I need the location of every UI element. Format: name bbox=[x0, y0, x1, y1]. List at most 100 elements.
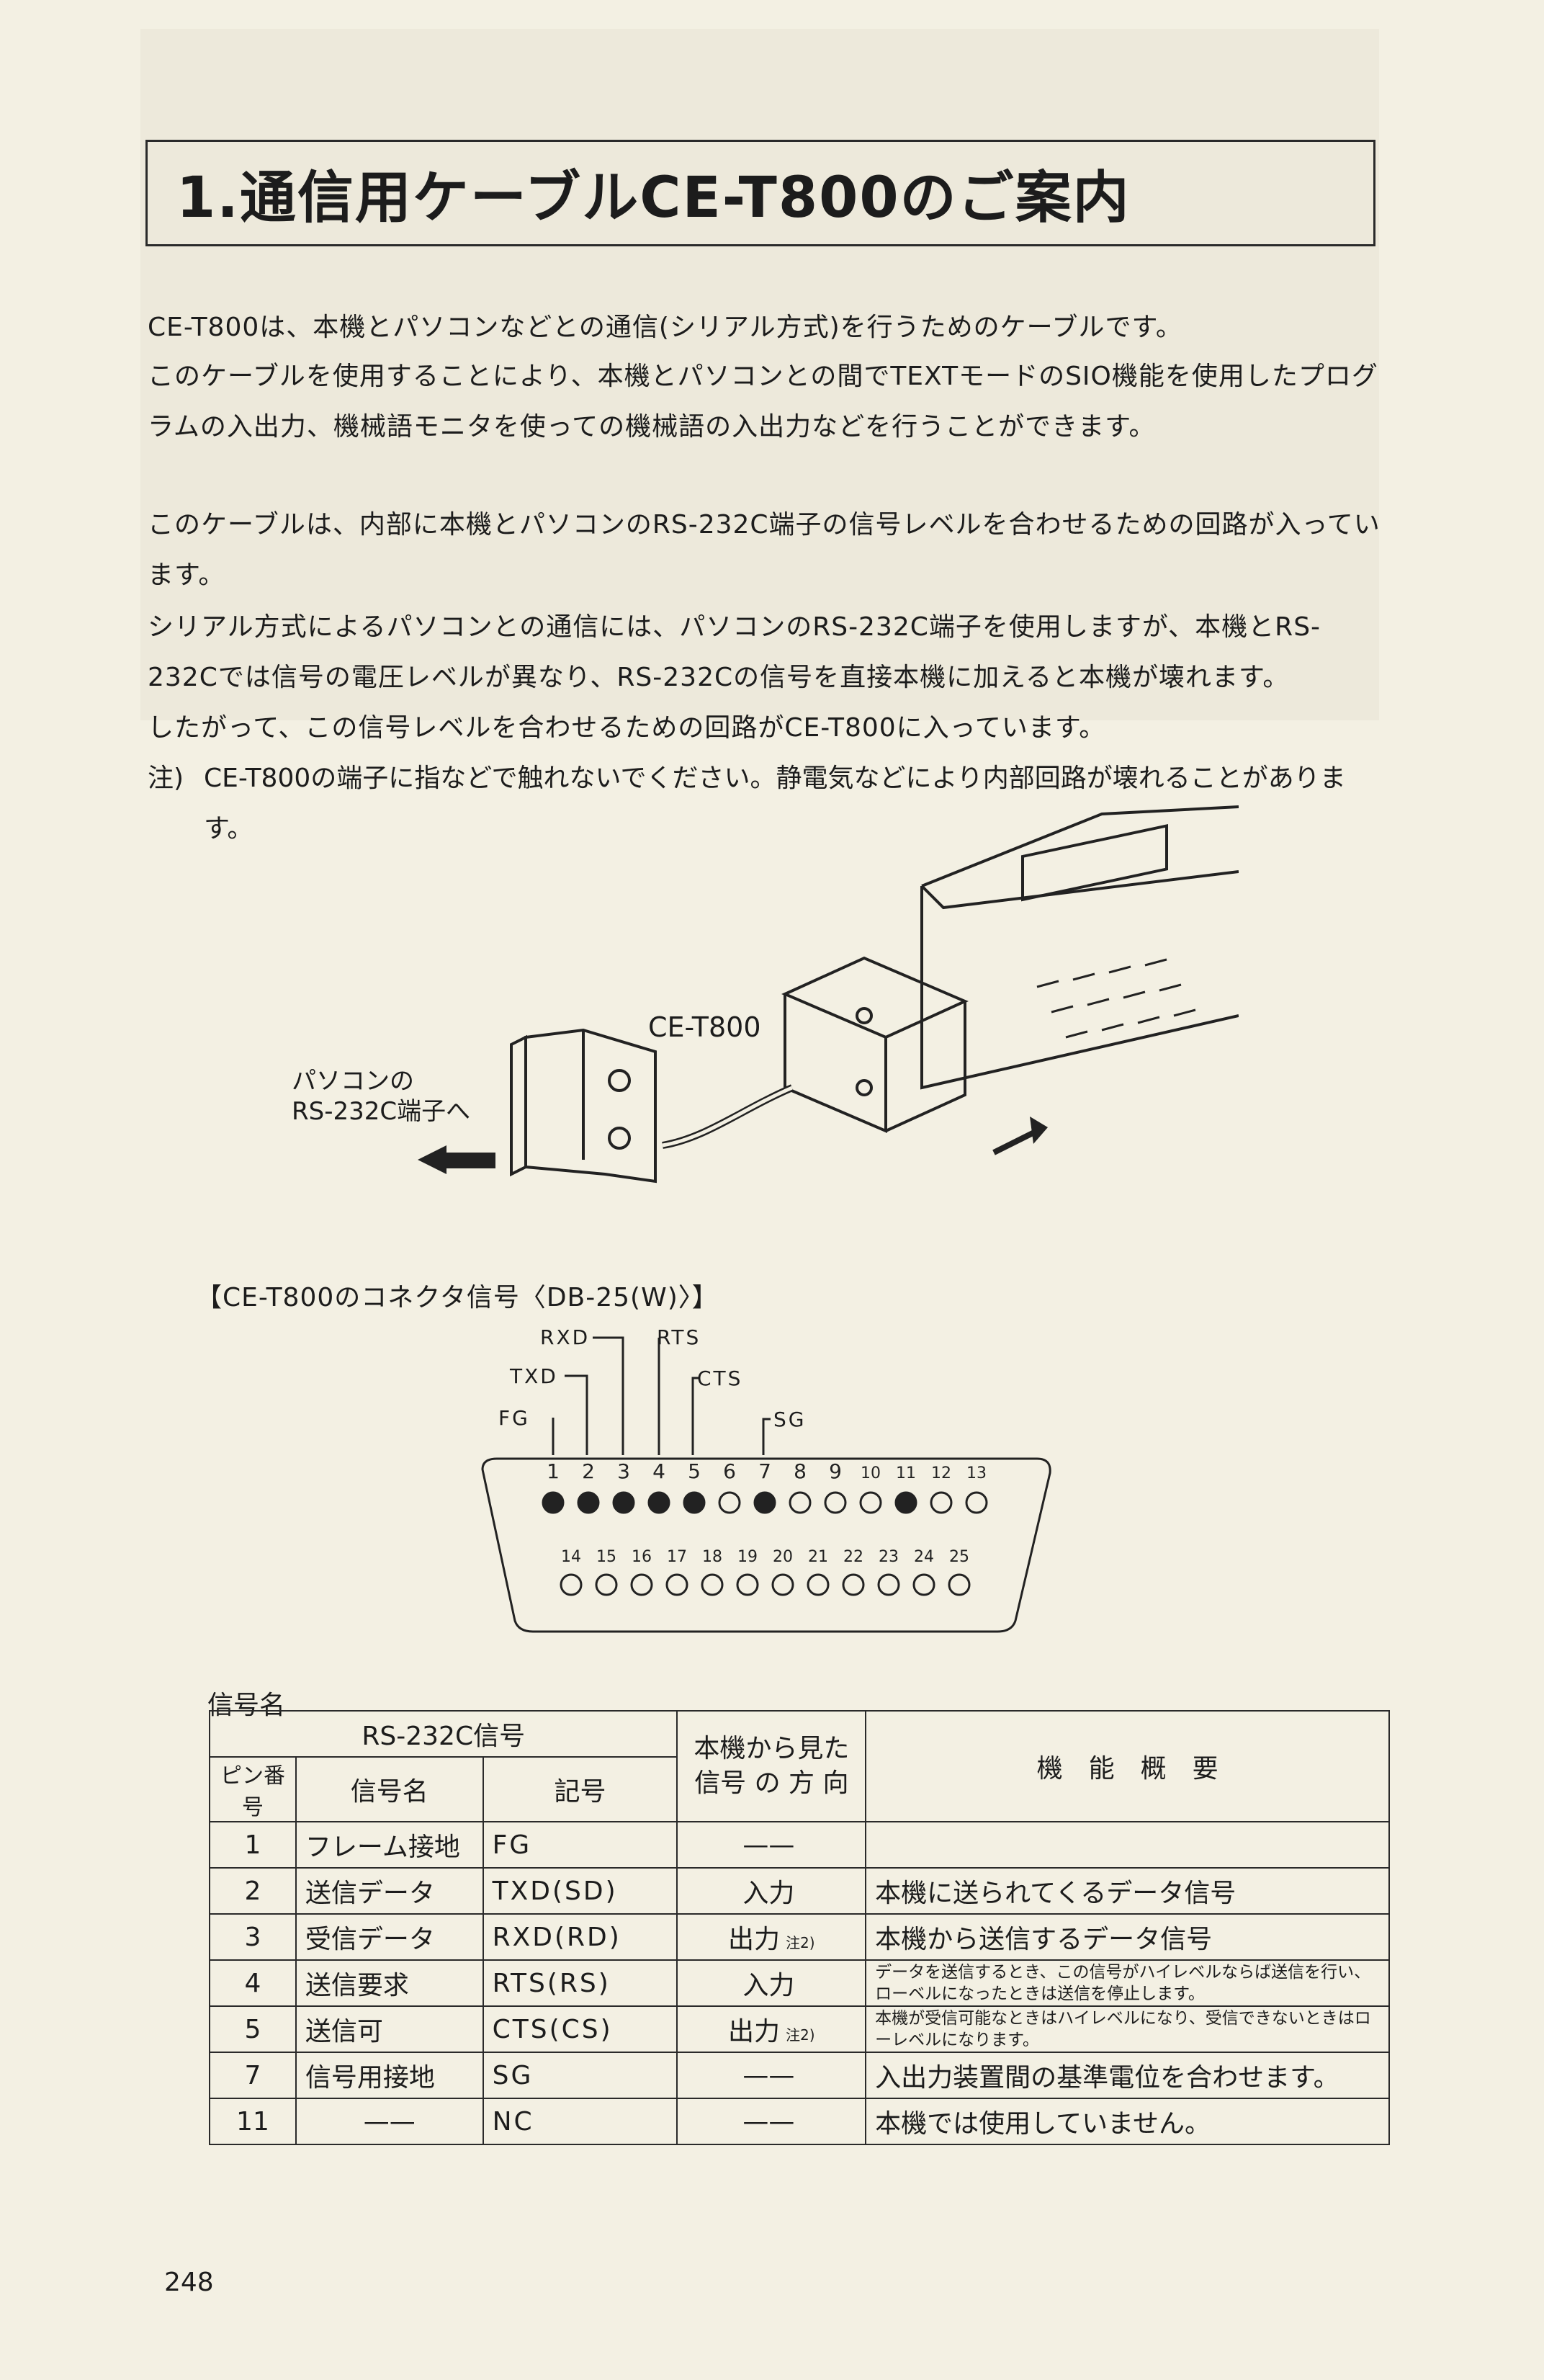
connector-title: 【CE-T800のコネクタ信号〈DB-25(W)〉】 bbox=[196, 1283, 719, 1312]
pin-used bbox=[683, 1491, 706, 1514]
pin-number: 12 bbox=[931, 1464, 951, 1482]
direction-value: 出力 bbox=[728, 1925, 781, 1954]
pc-label-line2: RS-232C端子へ bbox=[292, 1097, 471, 1126]
cell-pin: 7 bbox=[209, 2052, 297, 2099]
page-number: 248 bbox=[164, 2268, 214, 2297]
cell-symbol: RXD(RD) bbox=[482, 1913, 678, 1961]
cell-pin: 4 bbox=[209, 1959, 297, 2007]
cts-label: CTS bbox=[697, 1366, 743, 1390]
intro-paragraph-3: このケーブルは、内部に本機とパソコンのRS-232C端子の信号レベルを合わせるた… bbox=[148, 510, 1381, 590]
cable-label: CE-T800 bbox=[648, 1011, 761, 1043]
note-label: 注) bbox=[148, 764, 184, 793]
direction-value: —— bbox=[742, 1830, 795, 1860]
pin-used bbox=[647, 1491, 670, 1514]
cell-name: 受信データ bbox=[295, 1913, 484, 1961]
cell-symbol: NC bbox=[482, 2098, 678, 2145]
cell-function: 本機から送信するデータ信号 bbox=[865, 1913, 1390, 1961]
cell-symbol: FG bbox=[482, 1821, 678, 1869]
cell-pin: 1 bbox=[209, 1821, 297, 1869]
pin-number: 19 bbox=[737, 1548, 758, 1566]
header-pin: ピン番号 bbox=[209, 1756, 297, 1822]
pin-unused bbox=[560, 1573, 583, 1596]
direction-note: 注2) bbox=[786, 2026, 815, 2044]
header-function: 機 能 概 要 bbox=[865, 1710, 1390, 1822]
cable-drawing bbox=[418, 805, 1239, 1184]
cell-pin: 2 bbox=[209, 1867, 297, 1915]
cable-illustration: CE-T800 パソコンの RS-232C端子へ bbox=[274, 800, 1239, 1203]
cell-pin: 11 bbox=[209, 2098, 297, 2145]
pin-unused bbox=[912, 1573, 935, 1596]
pin-unused bbox=[948, 1573, 971, 1596]
intro-paragraph-5: したがって、この信号レベルを合わせるための回路がCE-T800に入っています。 bbox=[148, 713, 1106, 743]
pc-label-line1: パソコンの bbox=[292, 1067, 414, 1096]
cell-name: 信号用接地 bbox=[295, 2052, 484, 2099]
pin-number: 3 bbox=[617, 1459, 630, 1483]
cell-name: 送信可 bbox=[295, 2005, 484, 2053]
direction-note: 注2) bbox=[786, 1934, 815, 1951]
pin-used bbox=[753, 1491, 776, 1514]
cell-function: 本機に送られてくるデータ信号 bbox=[865, 1867, 1390, 1915]
pin-used bbox=[542, 1491, 565, 1514]
pin-number: 17 bbox=[667, 1548, 687, 1566]
direction-value: 出力 bbox=[728, 2017, 781, 2046]
cell-direction: —— bbox=[676, 2098, 867, 2145]
pin-unused bbox=[736, 1573, 759, 1596]
scan-shading bbox=[140, 29, 1379, 720]
pin-number: 22 bbox=[843, 1548, 863, 1566]
signal-table: RS-232C信号 本機から見た 信号 の 方 向 機 能 概 要 ピン番号 信… bbox=[208, 1710, 1390, 2145]
header-name: 信号名 bbox=[295, 1756, 484, 1822]
header-rs232c: RS-232C信号 bbox=[208, 1710, 678, 1758]
pin-unused bbox=[859, 1491, 882, 1514]
title-box: 1.通信用ケーブルCE-T800のご案内 bbox=[145, 140, 1375, 246]
cell-name: —— bbox=[295, 2098, 484, 2145]
pin-number: 2 bbox=[582, 1459, 595, 1483]
pin-number: 24 bbox=[914, 1548, 934, 1566]
direction-value: —— bbox=[742, 2106, 795, 2137]
pin-number: 16 bbox=[632, 1548, 652, 1566]
cell-symbol: TXD(SD) bbox=[482, 1867, 678, 1915]
pin-unused bbox=[807, 1573, 830, 1596]
pin-number: 1 bbox=[547, 1459, 560, 1483]
cell-direction: —— bbox=[676, 1821, 867, 1869]
cell-function: 本機が受信可能なときはハイレベルになり、受信できないときはローレベルになります。 bbox=[865, 2005, 1390, 2053]
cell-symbol: RTS(RS) bbox=[482, 1959, 678, 2007]
pin-number: 5 bbox=[688, 1459, 701, 1483]
pin-unused bbox=[701, 1573, 724, 1596]
pin-number: 14 bbox=[561, 1548, 581, 1566]
fg-label: FG bbox=[498, 1406, 530, 1430]
cell-function: 入出力装置間の基準電位を合わせます。 bbox=[865, 2052, 1390, 2099]
pin-used bbox=[894, 1491, 917, 1514]
pin-used bbox=[577, 1491, 600, 1514]
pin-unused bbox=[877, 1573, 900, 1596]
pin-number: 18 bbox=[702, 1548, 722, 1566]
pin-number: 11 bbox=[896, 1464, 916, 1482]
cell-symbol: CTS(CS) bbox=[482, 2005, 678, 2053]
cell-function: データを送信するとき、この信号がハイレベルならば送信を行い、ローベルになったとき… bbox=[865, 1959, 1390, 2007]
cell-direction: —— bbox=[676, 2052, 867, 2099]
pin-number: 10 bbox=[861, 1464, 881, 1482]
cell-name: 送信要求 bbox=[295, 1959, 484, 2007]
pin-number: 15 bbox=[596, 1548, 616, 1566]
pin-number: 21 bbox=[808, 1548, 828, 1566]
intro-paragraph-1: CE-T800は、本機とパソコンなどとの通信(シリアル方式)を行うためのケーブル… bbox=[148, 313, 1182, 342]
intro-paragraph-2: このケーブルを使用することにより、本機とパソコンとの間でTEXTモードのSIO機… bbox=[148, 362, 1378, 442]
pin-unused bbox=[789, 1491, 812, 1514]
pin-unused bbox=[718, 1491, 741, 1514]
header-direction: 本機から見た 信号 の 方 向 bbox=[676, 1710, 867, 1822]
pin-number: 9 bbox=[829, 1459, 842, 1483]
cell-symbol: SG bbox=[482, 2052, 678, 2099]
header-direction-line2: 信号 の 方 向 bbox=[694, 1768, 849, 1798]
rts-label: RTS bbox=[657, 1325, 701, 1349]
cell-direction: 入力 bbox=[676, 1959, 867, 2007]
pin-number: 13 bbox=[966, 1464, 987, 1482]
header-direction-line1: 本機から見た bbox=[694, 1734, 850, 1763]
table-row: 11——NC——本機では使用していません。 bbox=[209, 2098, 1390, 2145]
